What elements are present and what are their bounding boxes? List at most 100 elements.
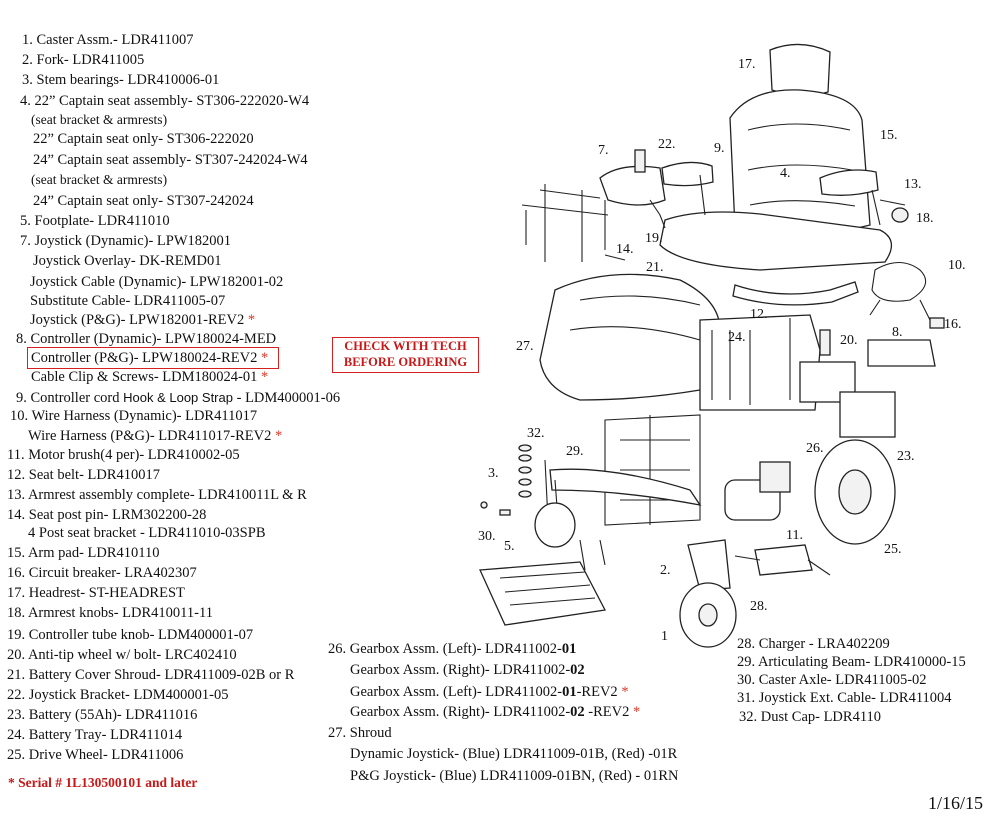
- callout-1: 1: [661, 629, 668, 644]
- part-29: 29. Articulating Beam- LDR410000-15: [737, 654, 966, 670]
- callout-14: 14.: [616, 242, 634, 257]
- callout-11: 11.: [786, 528, 803, 543]
- highlight-box: [27, 347, 279, 369]
- part-4-assy24: 24” Captain seat assembly- ST307-242024-…: [33, 152, 308, 168]
- callout-24: 24.: [728, 330, 746, 345]
- callout-21: 21.: [646, 260, 664, 275]
- part-11: 11. Motor brush(4 per)- LDR410002-05: [7, 447, 240, 463]
- callout-13: 13.: [904, 177, 922, 192]
- part-12: 12. Seat belt- LDR410017: [7, 467, 161, 483]
- part-8: 8. Controller (Dynamic)- LPW180024-MED: [16, 331, 277, 347]
- anti-tip-wheel: [819, 329, 831, 356]
- part-19: 19. Controller tube knob- LDM400001-07: [7, 627, 254, 643]
- armrest-right: [819, 169, 879, 196]
- caster-axle: [499, 509, 511, 516]
- callout-2: 2.: [660, 563, 671, 578]
- part-7: 7. Joystick (Dynamic)- LPW182001: [20, 233, 232, 249]
- callout-20: 20.: [840, 333, 858, 348]
- callout-4: 4.: [780, 166, 791, 181]
- callout-28: 28.: [750, 599, 768, 614]
- part-8-clip: Cable Clip & Screws- LDM180024-01 *: [31, 369, 269, 385]
- joystick-knob: [634, 149, 646, 173]
- part-21: 21. Battery Cover Shroud- LDR411009-02B …: [7, 667, 295, 683]
- callout-27: 27.: [516, 339, 534, 354]
- part-30: 30. Caster Axle- LDR411005-02: [737, 672, 927, 688]
- callout-labels: 17. 15. 4. 7. 22. 9. 13. 18. 19. 14. 21.…: [478, 57, 966, 644]
- part-26-right: Gearbox Assm. (Right)- LDR411002-02: [350, 662, 585, 678]
- armrest-knob: [891, 207, 909, 223]
- controller: [867, 339, 936, 367]
- part-31: 31. Joystick Ext. Cable- LDR411004: [737, 690, 952, 706]
- fork: [687, 539, 731, 591]
- armrest-left: [661, 161, 714, 187]
- battery-2: [839, 391, 896, 438]
- part-7-overlay: Joystick Overlay- DK-REMD01: [33, 253, 222, 269]
- stem-bearings: [518, 444, 532, 498]
- seat-post-pin: [604, 254, 626, 261]
- callout-30: 30.: [478, 529, 496, 544]
- callout-9: 9.: [714, 141, 725, 156]
- part-4-note2: (seat bracket & armrests): [31, 172, 168, 187]
- part-25: 25. Drive Wheel- LDR411006: [7, 747, 184, 763]
- part-1: 1. Caster Assm.- LDR411007: [22, 32, 194, 48]
- charger: [754, 544, 813, 576]
- joystick: [599, 165, 666, 206]
- articulating-beam: [549, 468, 702, 506]
- part-10-pg: Wire Harness (P&G)- LDR411017-REV2 *: [28, 428, 283, 444]
- part-16: 16. Circuit breaker- LRA402307: [7, 565, 197, 581]
- callout-26: 26.: [806, 441, 824, 456]
- part-10: 10. Wire Harness (Dynamic)- LDR411017: [10, 408, 258, 424]
- circuit-breaker: [929, 317, 945, 329]
- part-14: 14. Seat post pin- LRM302200-28: [7, 507, 207, 523]
- wire-harness: [869, 261, 931, 321]
- warning-box: CHECK WITH TECH BEFORE ORDERING: [332, 337, 479, 373]
- callout-18: 18.: [916, 211, 934, 226]
- callout-10: 10.: [948, 258, 966, 273]
- callout-19: 19.: [645, 231, 663, 246]
- callout-16: 16.: [944, 317, 962, 332]
- part-4-seat22: 22” Captain seat only- ST306-222020: [33, 131, 254, 147]
- callout-17: 17.: [738, 57, 756, 72]
- dust-cap: [480, 501, 488, 509]
- part-27-dynamic: Dynamic Joystick- (Blue) LDR411009-01B, …: [350, 746, 678, 762]
- part-32: 32. Dust Cap- LDR4110: [739, 709, 882, 725]
- part-22: 22. Joystick Bracket- LDM400001-05: [7, 687, 229, 703]
- shroud: [539, 273, 721, 401]
- part-13: 13. Armrest assembly complete- LDR410011…: [7, 487, 307, 503]
- callout-25: 25.: [884, 542, 902, 557]
- callout-7: 7.: [598, 143, 609, 158]
- part-4-seat24: 24” Captain seat only- ST307-242024: [33, 193, 254, 209]
- part-4-note: (seat bracket & armrests): [31, 112, 168, 127]
- part-17: 17. Headrest- ST-HEADREST: [7, 585, 185, 601]
- part-9: 9. Controller cord Hook & Loop Strap - L…: [16, 390, 341, 406]
- part-27-pg: P&G Joystick- (Blue) LDR411009-01BN, (Re…: [350, 768, 679, 784]
- callout-22: 22.: [658, 137, 676, 152]
- part-5: 5. Footplate- LDR411010: [20, 213, 170, 229]
- part-14-bracket: 4 Post seat bracket - LDR411010-03SPB: [28, 525, 266, 541]
- part-27: 27. Shroud: [328, 725, 392, 741]
- callout-12: 12.: [750, 307, 768, 322]
- part-28: 28. Charger - LRA402209: [737, 636, 890, 652]
- seat-back: [729, 89, 871, 235]
- part-4: 4. 22” Captain seat assembly- ST306-2220…: [20, 93, 310, 109]
- serial-note: * Serial # 1L130500101 and later: [8, 775, 198, 790]
- part-23: 23. Battery (55Ah)- LDR411016: [7, 707, 198, 723]
- part-20: 20. Anti-tip wheel w/ bolt- LRC402410: [7, 647, 237, 663]
- callout-3: 3.: [488, 466, 499, 481]
- part-3: 3. Stem bearings- LDR410006-01: [22, 72, 220, 88]
- gearbox: [759, 461, 791, 493]
- part-2: 2. Fork- LDR411005: [22, 52, 145, 68]
- callout-15: 15.: [880, 128, 898, 143]
- part-26-left: 26. Gearbox Assm. (Left)- LDR411002-01: [328, 641, 577, 657]
- part-8-pg: Controller (P&G)- LPW180024-REV2 *: [31, 350, 269, 366]
- part-7-cable: Joystick Cable (Dynamic)- LPW182001-02: [30, 274, 284, 290]
- part-18: 18. Armrest knobs- LDR410011-11: [7, 605, 213, 621]
- part-26-left-rev2: Gearbox Assm. (Left)- LDR411002-01-REV2 …: [350, 684, 629, 700]
- part-7-pg: Joystick (P&G)- LPW182001-REV2 *: [30, 312, 256, 328]
- seat-bracket: [521, 184, 609, 262]
- footplate: [479, 561, 606, 626]
- part-24: 24. Battery Tray- LDR411014: [7, 727, 183, 743]
- seat-belt: [732, 281, 859, 306]
- part-7-subcable: Substitute Cable- LDR411005-07: [30, 293, 226, 309]
